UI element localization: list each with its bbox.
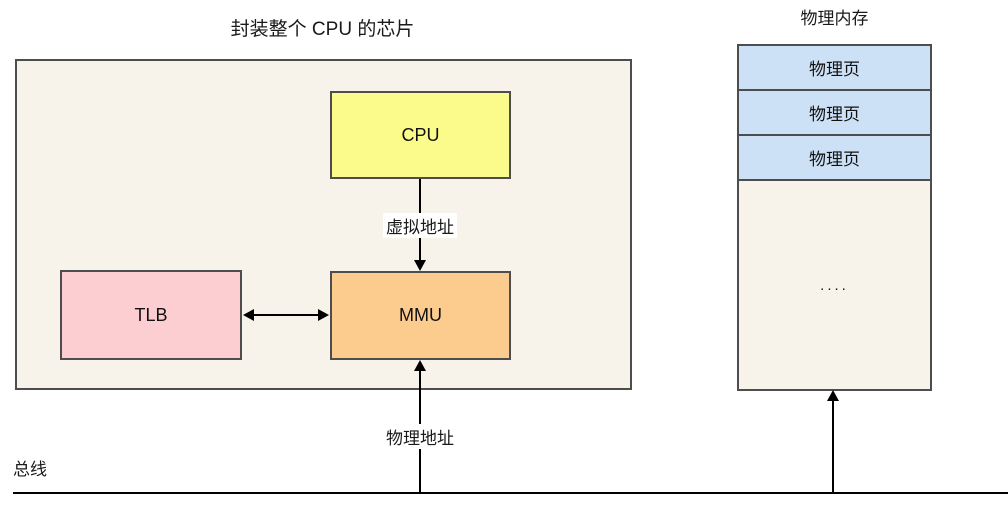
tlb-label: TLB bbox=[134, 304, 168, 325]
physical-page-row: 物理页 bbox=[739, 136, 930, 181]
tlb-mmu-arrow-line bbox=[250, 314, 322, 316]
bus-label: 总线 bbox=[13, 460, 47, 479]
arrow-up-icon bbox=[414, 360, 426, 371]
mmu-label: MMU bbox=[399, 305, 442, 325]
arrow-right-icon bbox=[318, 309, 329, 321]
physical-memory-box: 物理页 物理页 物理页 .... bbox=[737, 44, 932, 391]
arrow-down-icon bbox=[414, 260, 426, 271]
arrow-up-icon bbox=[827, 390, 839, 401]
virtual-address-label: 虚拟地址 bbox=[383, 213, 457, 238]
cpu-label: CPU bbox=[401, 124, 440, 145]
physical-page-row: 物理页 bbox=[739, 91, 930, 136]
physical-address-label: 物理地址 bbox=[383, 424, 457, 449]
arrow-left-icon bbox=[243, 309, 254, 321]
bus-line bbox=[13, 492, 1008, 494]
cpu-box: CPU bbox=[330, 91, 511, 179]
tlb-box: TLB bbox=[60, 270, 242, 360]
memory-title: 物理内存 bbox=[800, 9, 869, 28]
memory-ellipsis: .... bbox=[820, 276, 849, 294]
bus-to-memory-arrow-line bbox=[832, 398, 834, 493]
physical-page-row: 物理页 bbox=[739, 46, 930, 91]
chip-title: 封装整个 CPU 的芯片 bbox=[230, 19, 415, 40]
mmu-box: MMU bbox=[330, 271, 511, 360]
